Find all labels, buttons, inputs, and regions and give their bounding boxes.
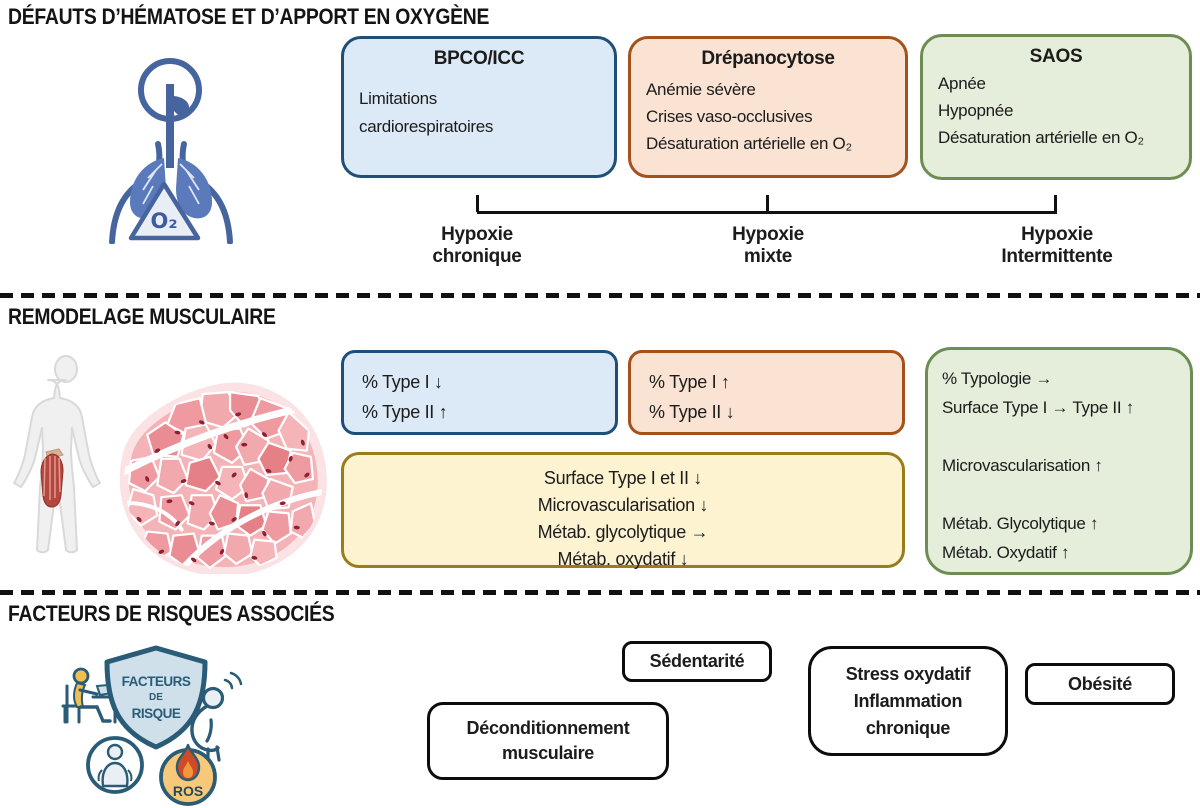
saos-line-2: Hypopnée (938, 101, 1014, 120)
muscle-saos-line-3: Microvascularisation ↑ (942, 456, 1103, 475)
saos-box: SAOS Apnée Hypopnée Désaturation artérie… (920, 34, 1192, 180)
shield-line-1: FACTEURS (122, 674, 191, 689)
muscle-drepanocytose-line-2: % Type II ↓ (649, 402, 735, 422)
muscle-mixte-line-3: Métab. glycolytique → (537, 522, 709, 542)
muscle-drepanocytose-box: % Type I ↑ % Type II ↓ (628, 350, 905, 435)
muscle-mixte-line-2: Microvascularisation ↓ (537, 495, 709, 515)
deconditionnement-line-2: musculaire (501, 743, 595, 763)
drepanocytose-box: Drépanocytose Anémie sévère Crises vaso-… (628, 36, 908, 178)
muscle-saos-line-4: Métab. Glycolytique ↑ (942, 514, 1099, 533)
respiratory-system-icon: O₂ (109, 58, 233, 244)
label-hypoxie-chronique: Hypoxie chronique (367, 224, 587, 268)
muscle-cross-section-icon (119, 382, 327, 574)
muscle-bpco-box: % Type I ↓ % Type II ↑ (341, 350, 618, 435)
muscle-saos-line-1: % Typologie → (942, 369, 1053, 388)
body-silhouette-icon (13, 355, 101, 554)
section-divider-2 (0, 590, 1200, 595)
hypoxie-chronique-line2: chronique (432, 246, 522, 267)
stress-line-2: Inflammation (853, 690, 963, 711)
section-title-oxygen: DÉFAUTS D’HÉMATOSE ET D’APPORT EN OXYGÈN… (8, 4, 490, 29)
bpco-line-1: Limitations (359, 89, 437, 108)
label-hypoxie-mixte: Hypoxie mixte (658, 224, 878, 268)
stress-inflammation-box: Stress oxydatif Inflammation chronique (808, 646, 1008, 756)
hypoxia-bracket-line (477, 211, 1057, 214)
hypoxie-mixte-line1: Hypoxie (732, 224, 804, 245)
saos-line-3: Désaturation artérielle en O₂ (938, 128, 1144, 147)
muscle-saos-line-2: Surface Type I → Type II ↑ (942, 398, 1134, 417)
muscle-mixte-line-1: Surface Type I et II ↓ (543, 468, 703, 488)
bpco-icc-box: BPCO/ICC Limitations cardiorespiratoires (341, 36, 617, 178)
obesite-label: Obésité (1068, 673, 1132, 694)
drepanocytose-line-3: Désaturation artérielle en O₂ (646, 134, 852, 153)
ros-label: ROS (173, 783, 203, 799)
hypoxia-bracket-tick-middle (766, 195, 769, 212)
deconditionnement-box: Déconditionnement musculaire (427, 702, 669, 780)
hypoxie-intermittente-line1: Hypoxie (1021, 224, 1093, 245)
o2-triangle-label: O₂ (150, 209, 177, 233)
sedentarite-box: Sédentarité (622, 641, 772, 682)
risk-factors-icon: FACTEURS DE RISQUE ROS (61, 645, 243, 806)
stress-line-1: Stress oxydatif (845, 663, 971, 684)
muscle-bpco-line-2: % Type II ↑ (362, 402, 448, 422)
bpco-line-2: cardiorespiratoires (359, 117, 494, 136)
drepanocytose-line-1: Anémie sévère (646, 80, 756, 99)
hypoxia-bracket-tick-right (1054, 195, 1057, 212)
muscle-drepanocytose-line-1: % Type I ↑ (649, 372, 730, 392)
saos-line-1: Apnée (938, 74, 986, 93)
shield-line-3: RISQUE (132, 706, 181, 721)
hypoxie-mixte-line2: mixte (743, 246, 793, 267)
hypoxie-chronique-line1: Hypoxie (441, 224, 513, 245)
deconditionnement-line-1: Déconditionnement (466, 718, 630, 738)
obesite-box: Obésité (1025, 663, 1175, 705)
risk-shield-icon: FACTEURS DE RISQUE (104, 645, 208, 750)
saos-title: SAOS (1029, 46, 1083, 67)
muscle-saos-box: % Typologie → Surface Type I → Type II ↑… (925, 347, 1193, 575)
section-divider-1 (0, 293, 1200, 298)
shield-line-2: DE (149, 692, 163, 703)
muscle-mixte-line-4: Métab. oxydatif ↓ (557, 549, 689, 569)
drepanocytose-title: Drépanocytose (701, 48, 835, 69)
stress-line-3: chronique (865, 717, 951, 738)
label-hypoxie-intermittente: Hypoxie Intermittente (947, 224, 1167, 268)
hypoxia-bracket-tick-left (476, 195, 479, 212)
hypoxie-intermittente-line2: Intermittente (1001, 246, 1113, 267)
section-title-risk: FACTEURS DE RISQUES ASSOCIÉS (8, 601, 335, 626)
muscle-saos-line-5: Métab. Oxydatif ↑ (942, 543, 1070, 562)
muscle-mixte-box: Surface Type I et II ↓ Microvascularisat… (341, 452, 905, 569)
drepanocytose-line-2: Crises vaso-occlusives (646, 107, 813, 126)
sedentarite-label: Sédentarité (649, 651, 745, 671)
bpco-icc-title: BPCO/ICC (433, 48, 525, 69)
obesity-person-icon (86, 736, 144, 794)
muscle-bpco-line-1: % Type I ↓ (362, 372, 443, 392)
section-title-muscle: REMODELAGE MUSCULAIRE (8, 304, 276, 329)
ros-flame-icon: ROS (159, 743, 217, 806)
